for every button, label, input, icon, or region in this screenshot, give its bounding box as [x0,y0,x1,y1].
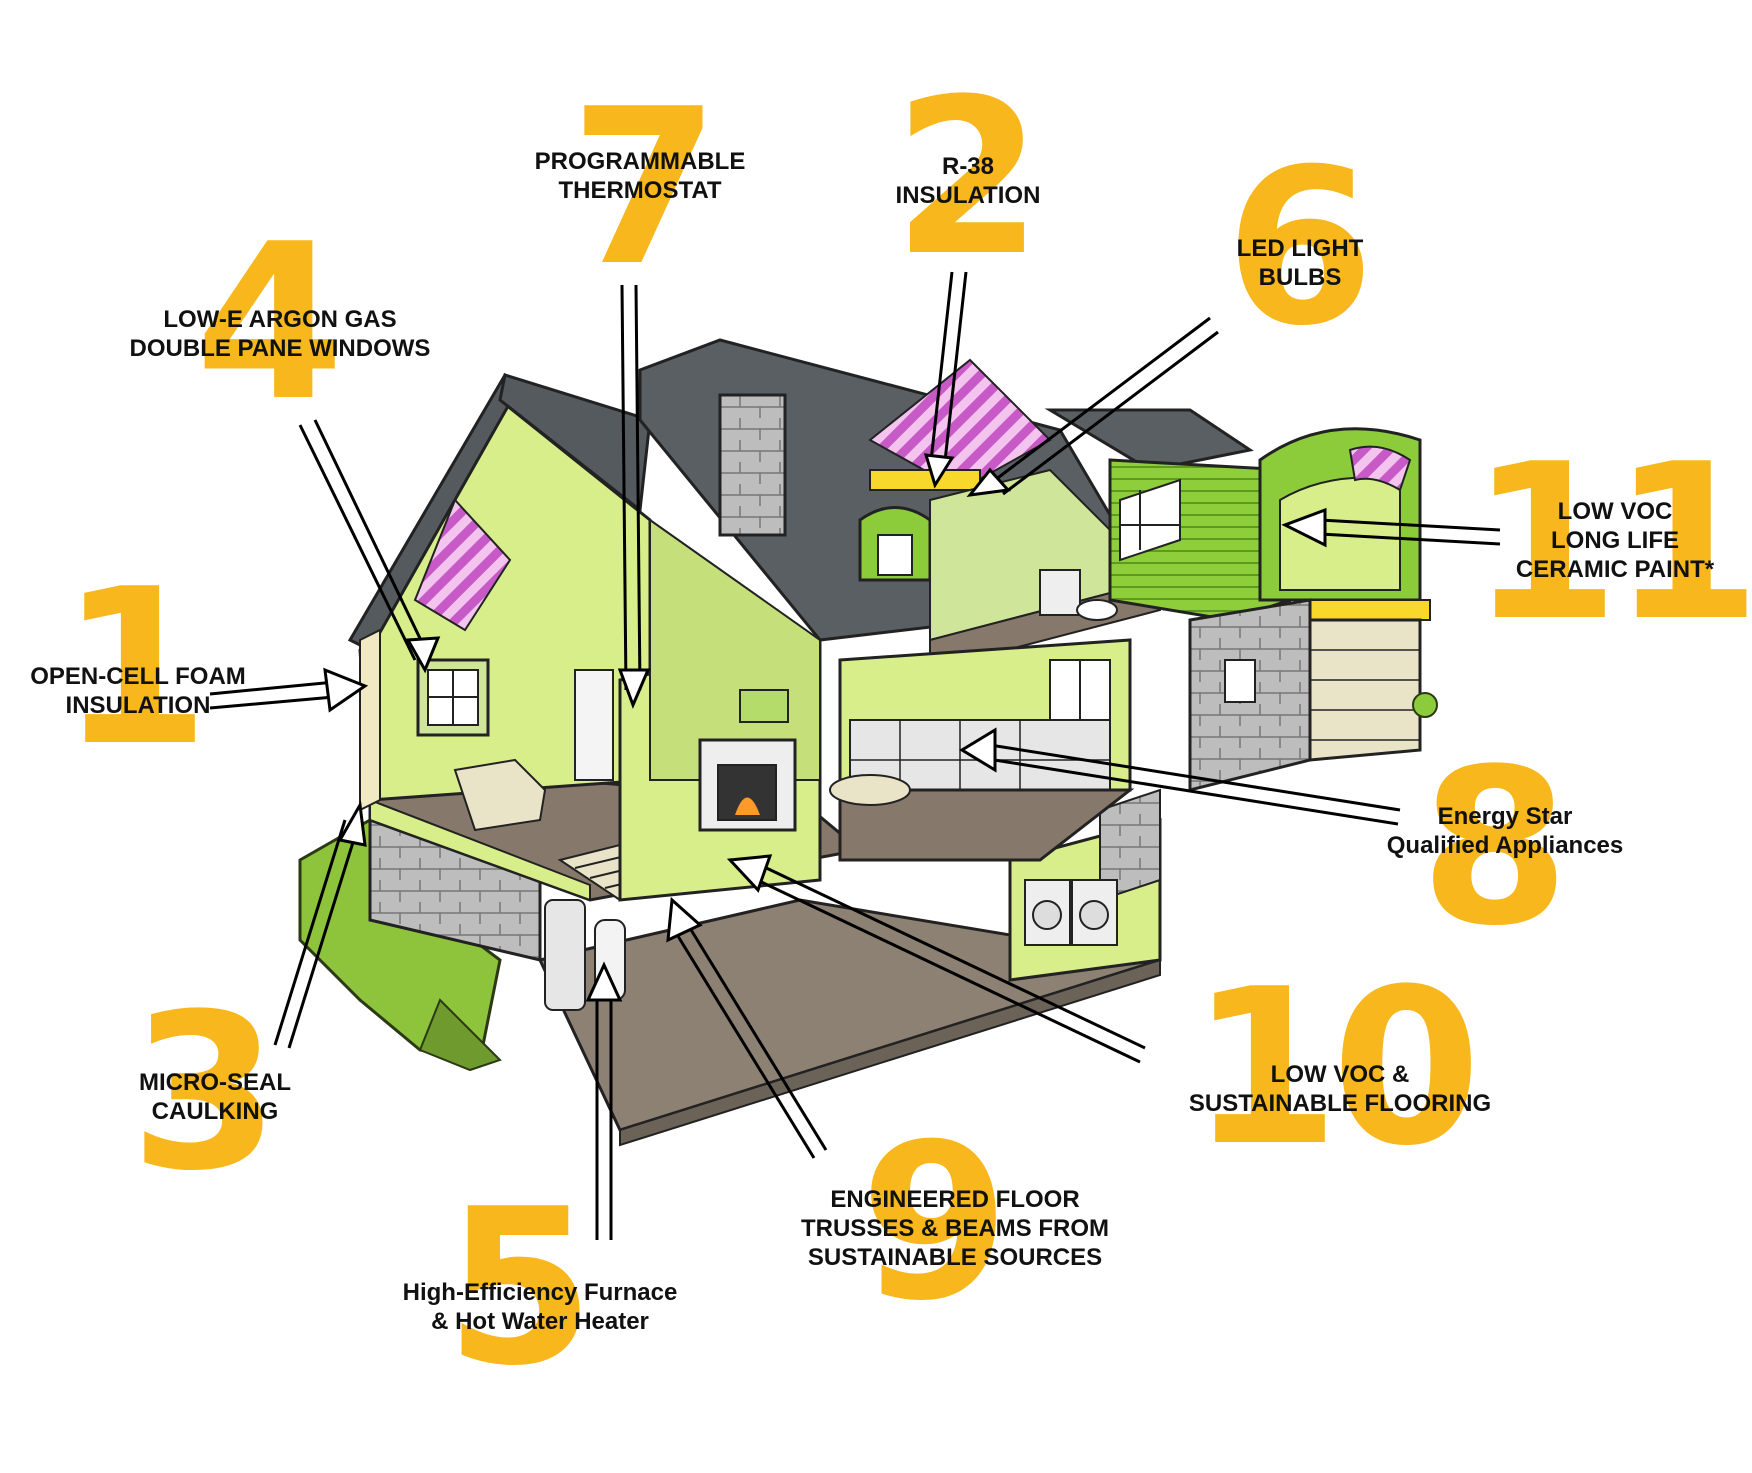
callout-label-3-line-2: CAULKING [151,1098,279,1125]
callout-label-4-line-1: LOW-E ARGON GAS [163,306,397,333]
callout-number-4: 4 [195,197,345,448]
callout-number-1: 1 [60,542,210,793]
attic-insulation-right [1348,445,1412,492]
callout-label-9-line-2: TRUSSES & BEAMS FROM [800,1215,1109,1242]
callout-label-5-line-1: High-Efficiency Furnace [402,1279,678,1306]
callout-number-5: 5 [445,1162,595,1413]
callout-label-1-line-1: OPEN-CELL FOAM [30,663,246,690]
callout-arrows [209,271,1501,1240]
couch [453,758,547,832]
callout-label-5: High-Efficiency Furnace & Hot Water Heat… [380,1278,700,1336]
kitchen-floor [838,788,1135,862]
callout-label-7-line-1: PROGRAMMABLE [534,148,746,175]
callout-label-7-line-2: THERMOSTAT [558,177,722,204]
callout-label-2-line-1: R-38 [941,153,995,180]
callout-label-1-line-2: INSULATION [65,692,211,719]
callout-number-7: 7 [570,62,720,313]
callout-label-4-line-2: DOUBLE PANE WINDOWS [129,335,431,362]
callout-label-9-line-1: ENGINEERED FLOOR [830,1186,1080,1213]
callout-label-11: LOW VOC LONG LIFE CERAMIC PAINT* [1490,497,1740,584]
callout-label-8-line-1: Energy Star [1437,803,1573,830]
callout-number-10: 10 [1190,942,1481,1193]
callout-label-1: OPEN-CELL FOAM INSULATION [18,662,258,720]
callout-label-8: Energy Star Qualified Appliances [1360,802,1650,860]
callout-number-8: 8 [1420,722,1570,973]
callout-label-6: LED LIGHT BULBS [1200,234,1400,292]
callout-label-4: LOW-E ARGON GAS DOUBLE PANE WINDOWS [110,305,450,363]
callout-label-11-line-2: LONG LIFE [1551,527,1679,554]
garage-door [1308,618,1422,762]
callout-label-5-line-2: & Hot Water Heater [431,1308,649,1335]
callout-label-3-line-1: MICRO-SEAL [139,1069,291,1096]
callout-label-8-line-2: Qualified Appliances [1386,832,1624,859]
callout-number-11: 11 [1470,417,1752,668]
callout-number-9: 9 [860,1097,1010,1348]
callout-label-6-line-2: BULBS [1258,264,1342,291]
callout-label-9-line-3: SUSTAINABLE SOURCES [807,1244,1103,1271]
callout-number-3: 3 [130,967,280,1218]
callout-number-2: 2 [893,52,1043,303]
callout-label-9: ENGINEERED FLOOR TRUSSES & BEAMS FROM SU… [770,1185,1140,1272]
chimney [718,393,787,537]
callout-label-2-line-2: INSULATION [895,182,1041,209]
callout-label-2: R-38 INSULATION [868,152,1068,210]
callout-label-10-line-2: SUSTAINABLE FLOORING [1188,1090,1492,1117]
callout-label-7: PROGRAMMABLE THERMOSTAT [510,147,770,205]
callout-number-6: 6 [1225,122,1375,373]
garage-roof [1044,408,1254,472]
attic-insulation-left [413,498,512,632]
callout-label-3: MICRO-SEAL CAULKING [110,1068,320,1126]
callout-label-10: LOW VOC & SUSTAINABLE FLOORING [1170,1060,1510,1118]
callout-label-6-line-1: LED LIGHT [1236,235,1364,262]
callout-label-11-line-3: CERAMIC PAINT* [1515,556,1715,583]
callout-label-10-line-1: LOW VOC & [1270,1061,1410,1088]
callout-label-11-line-1: LOW VOC [1557,498,1673,525]
